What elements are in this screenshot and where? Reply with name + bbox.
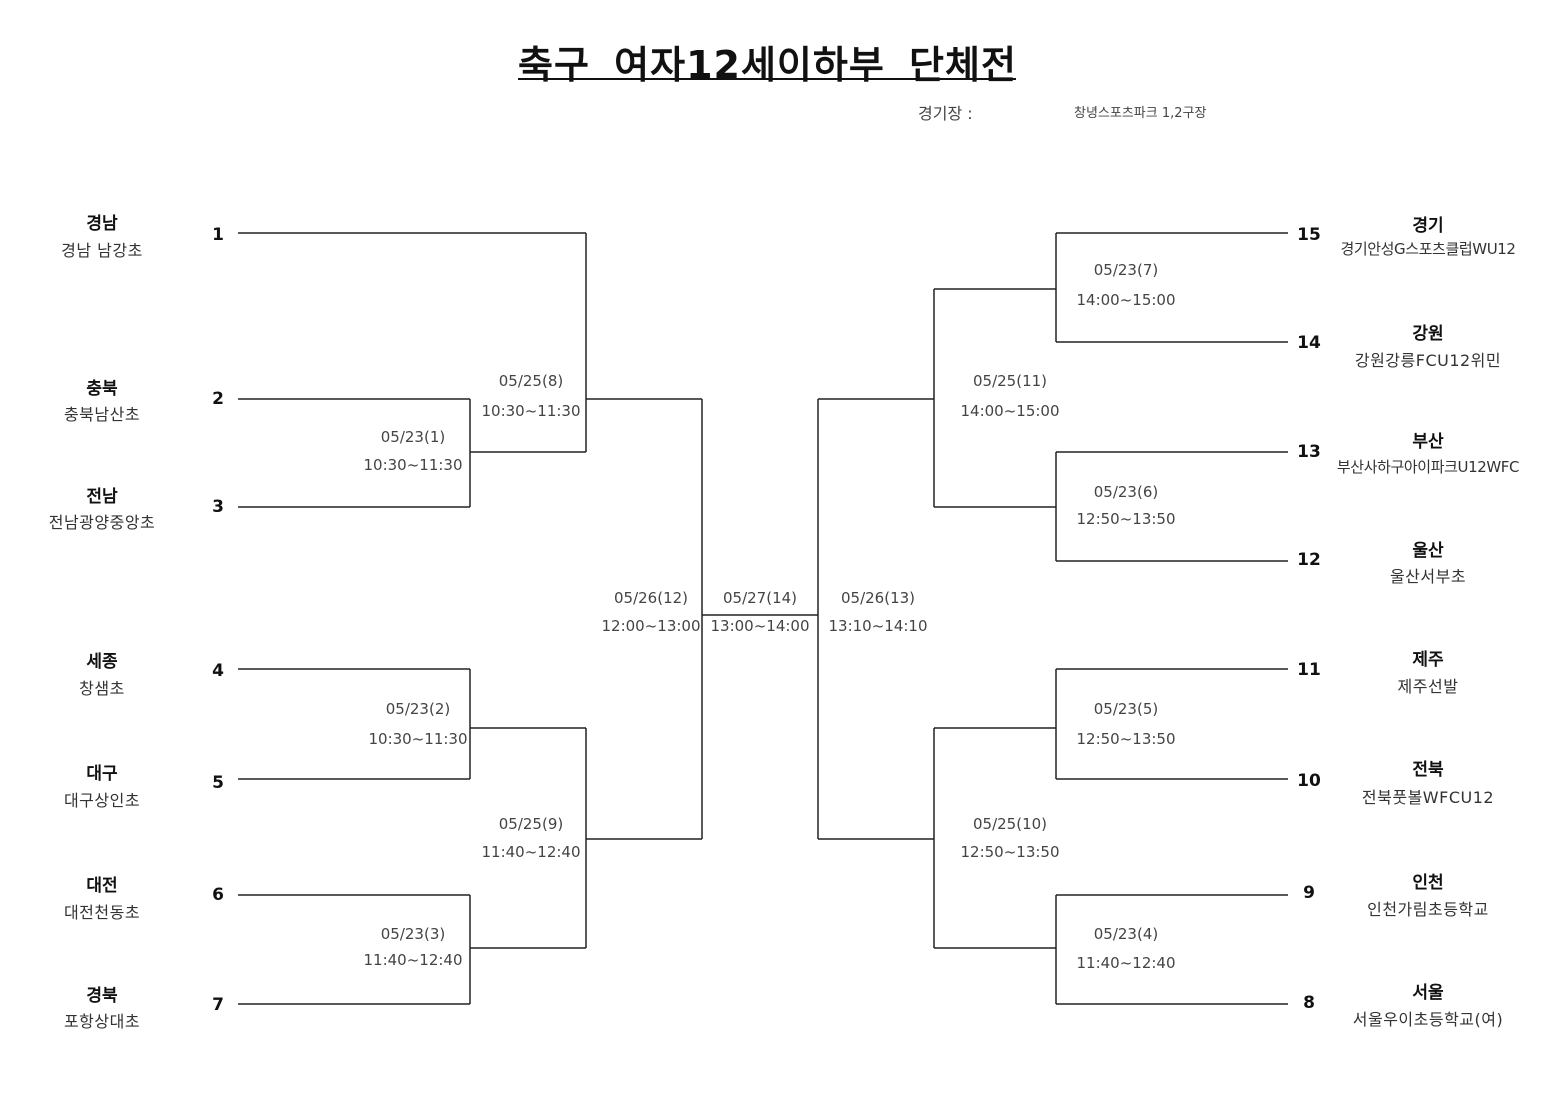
team-region: 전남 <box>86 487 118 507</box>
team-school: 대전천동초 <box>63 903 141 922</box>
match-date: 05/25(9) <box>498 815 564 833</box>
match-date: 05/23(5) <box>1093 700 1159 718</box>
match-time: 12:00~13:00 <box>601 617 701 635</box>
team-seed-number: 3 <box>212 497 224 517</box>
team-school: 서울우이초등학교(여) <box>1352 1010 1504 1029</box>
team-school: 경남 남강초 <box>61 241 143 260</box>
team-region: 전북 <box>1412 760 1444 780</box>
match-time: 11:40~12:40 <box>1076 954 1176 972</box>
match-date: 05/25(10) <box>972 815 1048 833</box>
team-region: 경북 <box>86 986 118 1006</box>
team-school: 울산서부초 <box>1389 567 1467 586</box>
team-school: 강원강릉FCU12위민 <box>1354 351 1502 370</box>
venue-value: 창녕스포츠파크 1,2구장 <box>1074 106 1207 121</box>
venue-label: 경기장 : <box>918 104 973 123</box>
team-school: 인천가림초등학교 <box>1367 900 1489 919</box>
match-time: 10:30~11:30 <box>363 456 463 474</box>
match-date: 05/23(3) <box>380 925 446 943</box>
team-school: 대구상인초 <box>63 791 141 810</box>
match-date: 05/26(13) <box>840 589 916 607</box>
team-seed-number: 8 <box>1303 993 1315 1013</box>
team-seed-number: 2 <box>212 389 224 409</box>
team-region: 세종 <box>86 652 118 672</box>
team-region: 강원 <box>1412 324 1444 344</box>
team-school: 제주선발 <box>1397 677 1459 696</box>
match-date: 05/23(1) <box>380 428 446 446</box>
match-time: 13:00~14:00 <box>710 617 810 635</box>
match-date: 05/23(2) <box>385 700 451 718</box>
team-school: 부산사하구아이파크U12WFC <box>1336 458 1520 476</box>
match-time: 12:50~13:50 <box>960 843 1060 861</box>
team-seed-number: 15 <box>1297 225 1321 245</box>
match-time: 11:40~12:40 <box>363 951 463 969</box>
team-school: 포항상대초 <box>63 1012 141 1031</box>
match-time: 13:10~14:10 <box>828 617 928 635</box>
match-time: 11:40~12:40 <box>481 843 581 861</box>
team-region: 제주 <box>1412 650 1444 670</box>
team-seed-number: 7 <box>212 995 224 1015</box>
team-seed-number: 4 <box>212 661 224 681</box>
team-school: 경기안성G스포츠클럽WU12 <box>1340 240 1516 258</box>
team-region: 충북 <box>86 379 118 399</box>
team-region: 부산 <box>1412 432 1444 452</box>
team-region: 서울 <box>1412 983 1444 1003</box>
match-date: 05/23(4) <box>1093 925 1159 943</box>
team-seed-number: 5 <box>212 773 224 793</box>
team-school: 전남광양중앙초 <box>48 513 156 532</box>
team-school: 충북남산초 <box>63 405 141 424</box>
match-time: 10:30~11:30 <box>368 730 468 748</box>
match-date: 05/25(11) <box>972 372 1048 390</box>
match-date: 05/26(12) <box>613 589 689 607</box>
team-region: 경기 <box>1412 216 1444 236</box>
match-time: 10:30~11:30 <box>481 402 581 420</box>
team-seed-number: 14 <box>1297 333 1321 353</box>
title-underline <box>518 78 1016 80</box>
team-seed-number: 9 <box>1303 883 1315 903</box>
team-region: 울산 <box>1412 541 1444 561</box>
team-seed-number: 12 <box>1297 550 1321 570</box>
team-seed-number: 11 <box>1297 660 1321 680</box>
match-date: 05/25(8) <box>498 372 564 390</box>
team-school: 창샘초 <box>79 679 125 698</box>
team-seed-number: 13 <box>1297 442 1321 462</box>
team-seed-number: 6 <box>212 885 224 905</box>
team-seed-number: 1 <box>212 225 224 245</box>
match-date: 05/27(14) <box>722 589 798 607</box>
team-seed-number: 10 <box>1297 771 1321 791</box>
match-date: 05/23(6) <box>1093 483 1159 501</box>
match-date: 05/23(7) <box>1093 261 1159 279</box>
match-time: 14:00~15:00 <box>960 402 1060 420</box>
match-time: 12:50~13:50 <box>1076 730 1176 748</box>
match-time: 12:50~13:50 <box>1076 510 1176 528</box>
team-region: 인천 <box>1412 873 1444 893</box>
match-time: 14:00~15:00 <box>1076 291 1176 309</box>
team-school: 전북풋볼WFCU12 <box>1361 788 1495 807</box>
team-region: 대구 <box>86 764 118 784</box>
team-region: 경남 <box>86 214 118 234</box>
team-region: 대전 <box>86 876 118 896</box>
